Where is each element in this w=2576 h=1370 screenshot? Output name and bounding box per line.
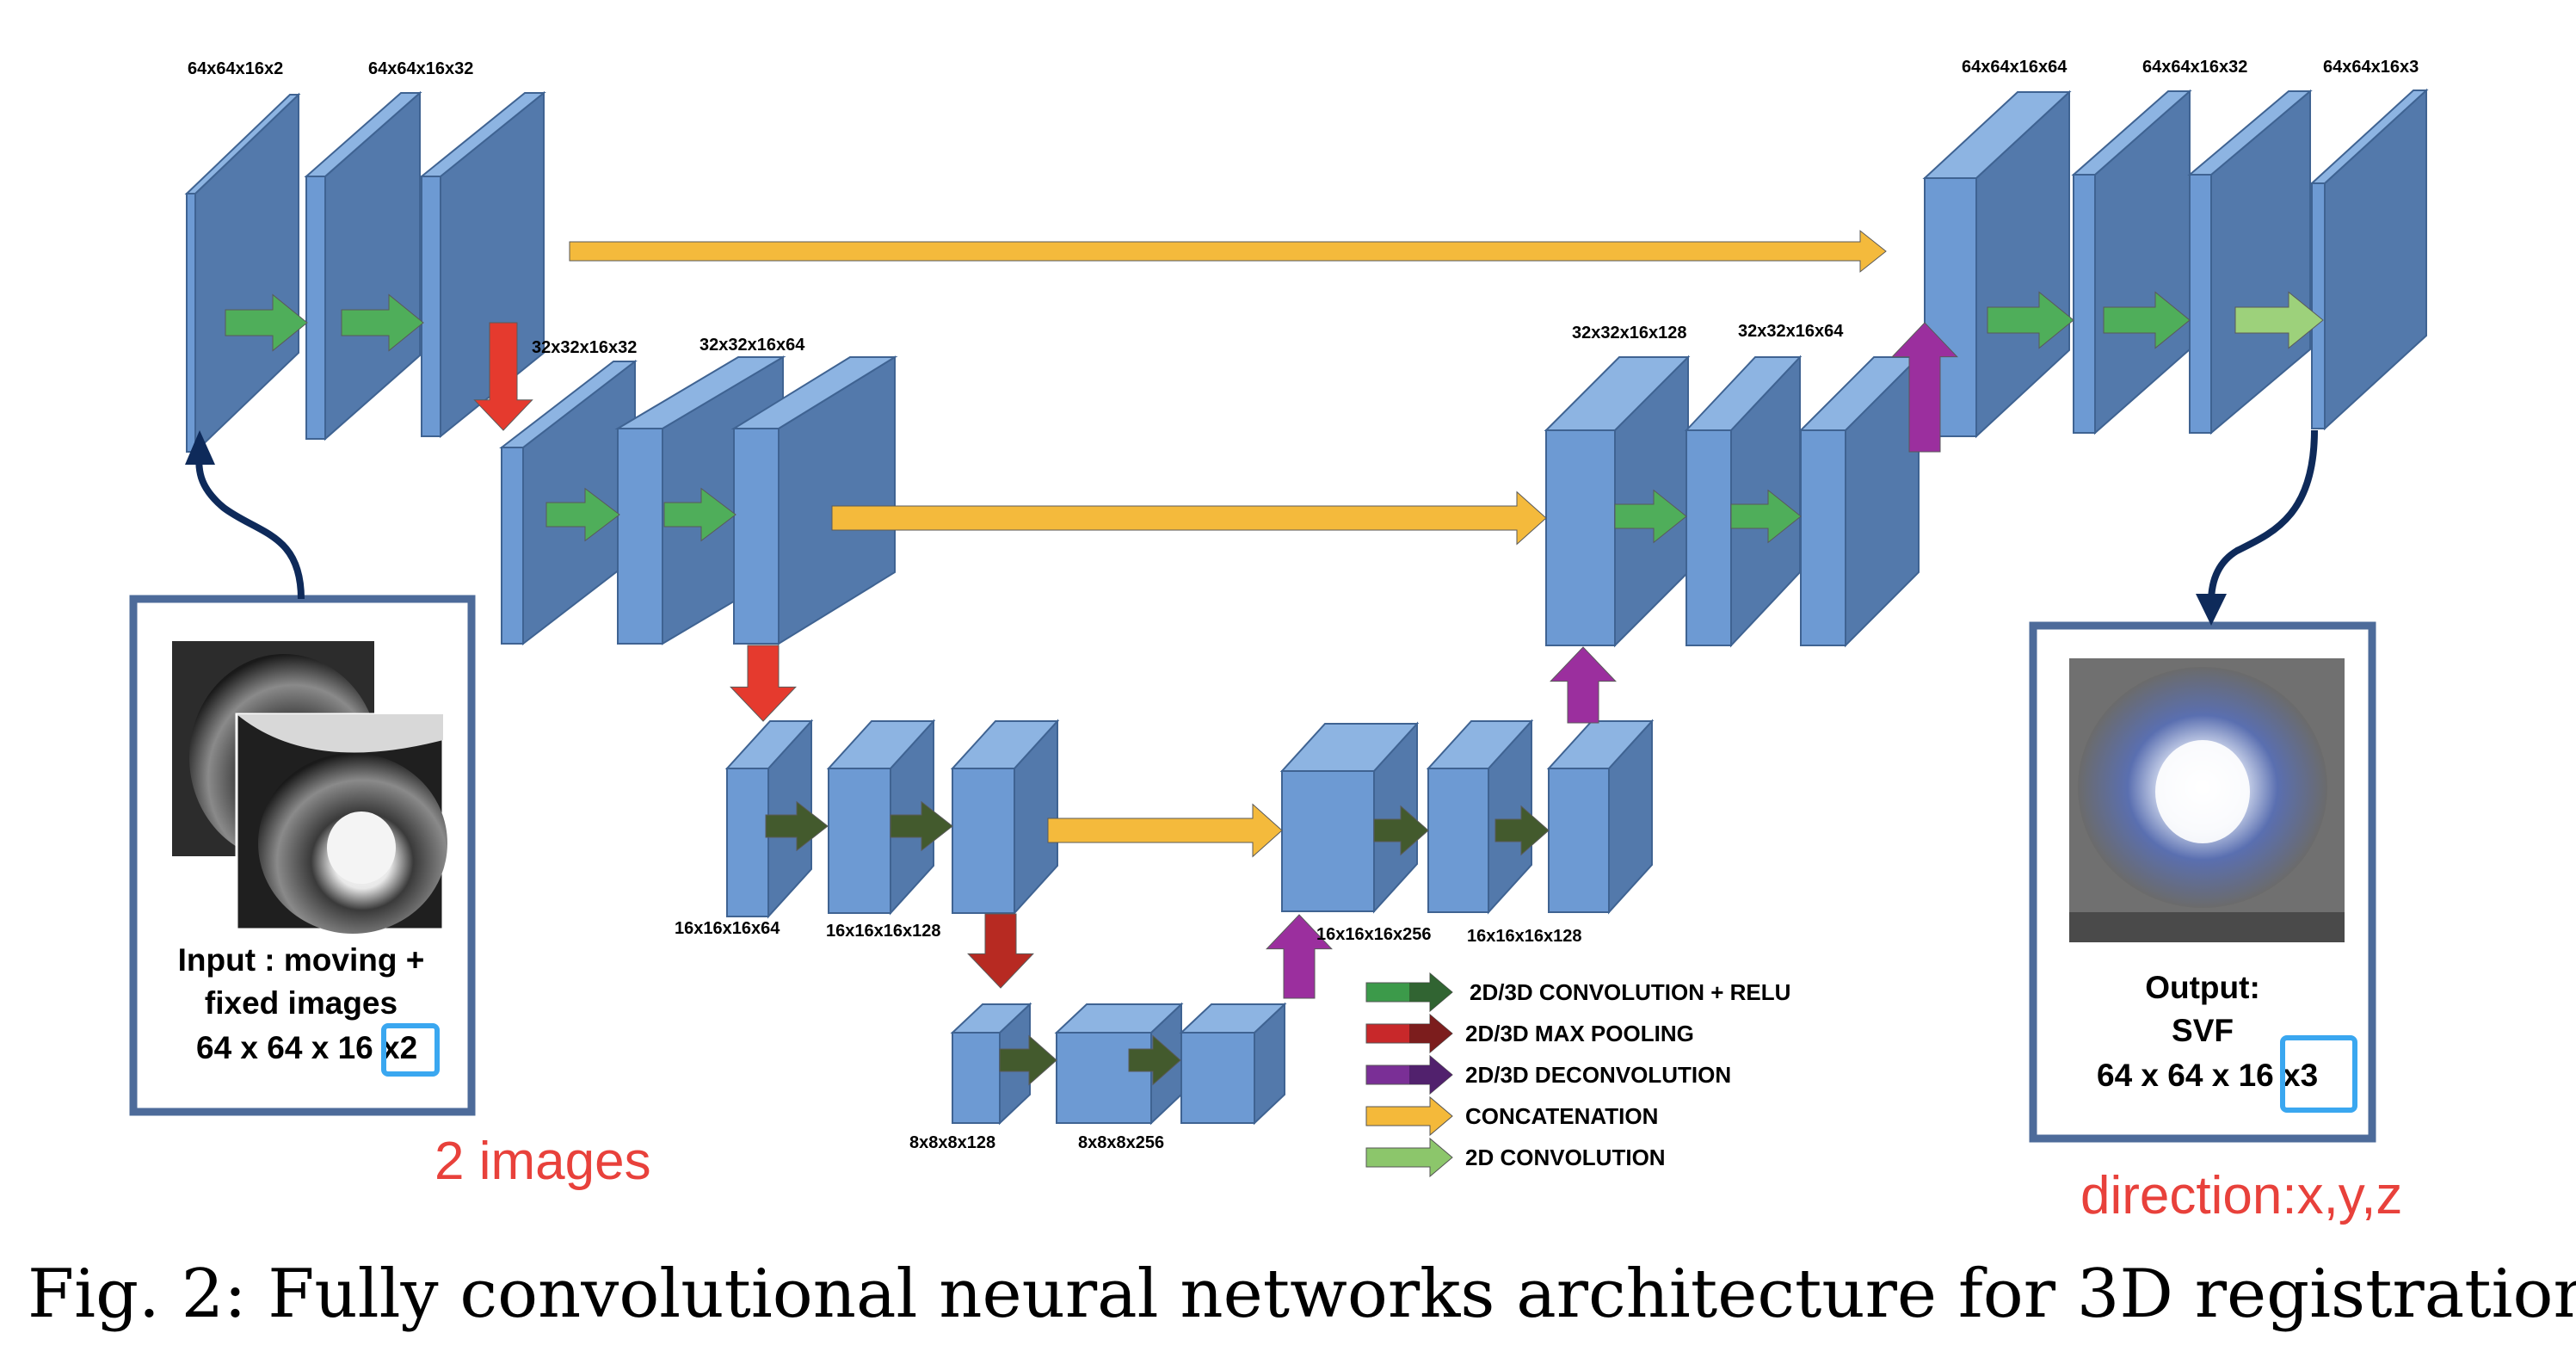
block-dec2-b: [1684, 355, 1803, 648]
label-dec1-b: 64x64x16x32: [2142, 58, 2247, 77]
arrow-conv-enc2-1: [545, 487, 620, 542]
arrow-conv-enc1-2: [341, 293, 424, 352]
input-line3: 64 x 64 x 16 x2: [196, 1030, 417, 1065]
input-note: 2 images: [434, 1132, 651, 1191]
arrow-conv-enc3-1: [765, 800, 829, 852]
block-dec1-out: [2309, 88, 2429, 431]
legend-item: 2D/3D CONVOLUTION + RELU: [1365, 972, 1790, 1013]
block-enc3-c: [950, 719, 1060, 916]
arrow-conv-enc2-2: [663, 487, 736, 542]
legend-label: 2D/3D DECONVOLUTION: [1465, 1062, 1731, 1088]
legend-item: 2D/3D MAX POOLING: [1365, 1013, 1694, 1054]
input-mri-images: [172, 641, 447, 934]
label-bottleneck-a: 8x8x8x128: [909, 1133, 995, 1152]
arrow-conv-enc3-2: [890, 800, 953, 852]
arrow-conv-bottleneck-2: [1128, 1034, 1181, 1086]
output-channels-highlight: x3: [2283, 1058, 2318, 1093]
label-dec1-a: 64x64x16x64: [1962, 58, 2068, 77]
arrow-pool-1: [473, 322, 533, 431]
block-bottleneck-c: [1179, 1002, 1287, 1126]
input-curve-arrow: [185, 430, 305, 600]
input-line1: Input : moving +: [178, 942, 425, 978]
arrow-pool-2: [730, 645, 797, 722]
arrow-conv-enc1-1: [225, 293, 308, 352]
legend-arrow-shade: [1409, 1015, 1452, 1052]
label-enc3-b: 16x16x16x128: [826, 922, 940, 941]
label-dec2-b: 32x32x16x64: [1738, 322, 1844, 341]
arrow-conv2d-out: [2234, 291, 2324, 349]
label-enc1-in: 64x64x16x2: [188, 59, 283, 78]
legend-item: 2D CONVOLUTION: [1365, 1137, 1666, 1178]
legend-label: 2D/3D CONVOLUTION + RELU: [1470, 979, 1790, 1005]
label-dec2-a: 32x32x16x128: [1572, 324, 1686, 342]
arrow-conv-dec2-1: [1614, 489, 1687, 544]
arrow-conv-bottleneck-1: [999, 1034, 1057, 1086]
output-line1: Output:: [2145, 970, 2260, 1005]
label-dec3-b: 16x16x16x128: [1467, 927, 1581, 946]
label-enc2-b: 32x32x16x64: [699, 336, 805, 355]
input-channels-highlight: x2: [382, 1030, 417, 1065]
arrow-conv-dec2-2: [1730, 489, 1802, 544]
block-dec2-c: [1798, 355, 1921, 648]
legend-item: 2D/3D DECONVOLUTION: [1365, 1054, 1731, 1095]
legend-arrow: [1365, 1095, 1453, 1137]
block-bottleneck-b: [1054, 1002, 1184, 1126]
block-enc1-in: [184, 92, 301, 454]
arrow-deconv-2: [1550, 646, 1617, 724]
legend-arrow-shade: [1409, 1056, 1452, 1094]
legend-item: CONCATENATION: [1365, 1095, 1658, 1137]
block-dec1-a: [1922, 89, 2072, 439]
label-dec1-out: 64x64x16x3: [2323, 58, 2419, 77]
legend-label: CONCATENATION: [1465, 1103, 1658, 1129]
arrow-concat-row3: [1047, 803, 1283, 858]
legend-arrow-shade: [1409, 973, 1452, 1011]
label-enc1-conv: 64x64x16x32: [368, 59, 473, 78]
block-dec3-a: [1279, 721, 1420, 914]
block-bottleneck-a: [950, 1002, 1032, 1126]
input-channels-box: [381, 1023, 440, 1077]
input-line2: fixed images: [205, 985, 397, 1021]
block-dec3-c: [1546, 719, 1655, 915]
block-enc2-c: [730, 355, 898, 645]
label-dec3-a: 16x16x16x256: [1316, 925, 1431, 944]
block-dec2-a: [1544, 355, 1691, 648]
output-channels-box: [2280, 1035, 2357, 1113]
arrow-conv-dec3-1: [1373, 805, 1429, 856]
label-enc2-a: 32x32x16x32: [532, 338, 637, 357]
arrow-conv-dec1-1: [1987, 291, 2074, 349]
figure-caption: Fig. 2: Fully convolutional neural netwo…: [28, 1256, 2576, 1333]
label-enc3-a: 16x16x16x64: [675, 919, 780, 938]
arrow-deconv-3: [1891, 322, 1958, 453]
output-box: Output: SVF 64 x 64 x 16 x3 direction:x,…: [2029, 621, 2402, 1225]
block-dec1-c: [2187, 89, 2313, 435]
input-box: Input : moving + fixed images 64 x 64 x …: [129, 595, 651, 1191]
legend-label: 2D CONVOLUTION: [1465, 1145, 1666, 1170]
output-line2: SVF: [2172, 1013, 2234, 1048]
output-line3: 64 x 64 x 16 x3: [2097, 1058, 2318, 1093]
legend-label: 2D/3D MAX POOLING: [1465, 1021, 1694, 1046]
arrow-concat-row2: [831, 491, 1547, 546]
arrow-deconv-1: [1266, 914, 1333, 999]
output-note: direction:x,y,z: [2080, 1166, 2402, 1225]
output-svf-image: [2069, 658, 2345, 942]
arrow-conv-dec1-2: [2103, 291, 2191, 349]
block-enc2-b: [614, 355, 786, 645]
block-dec3-b: [1426, 719, 1534, 915]
legend: 2D/3D CONVOLUTION + RELU 2D/3D MAX POOLIN…: [1365, 972, 1790, 1178]
label-bottleneck-b: 8x8x8x256: [1078, 1133, 1164, 1152]
legend-arrow: [1365, 1137, 1453, 1178]
arrow-conv-dec3-2: [1494, 805, 1550, 856]
block-dec1-b: [2071, 89, 2192, 435]
block-enc1-conv2: [419, 90, 546, 439]
arrow-concat-row1: [569, 230, 1887, 273]
arrow-pool-3: [967, 913, 1034, 989]
block-enc3-a: [724, 719, 814, 919]
output-curve-arrow: [2196, 429, 2318, 626]
block-enc1-conv1: [304, 90, 422, 441]
